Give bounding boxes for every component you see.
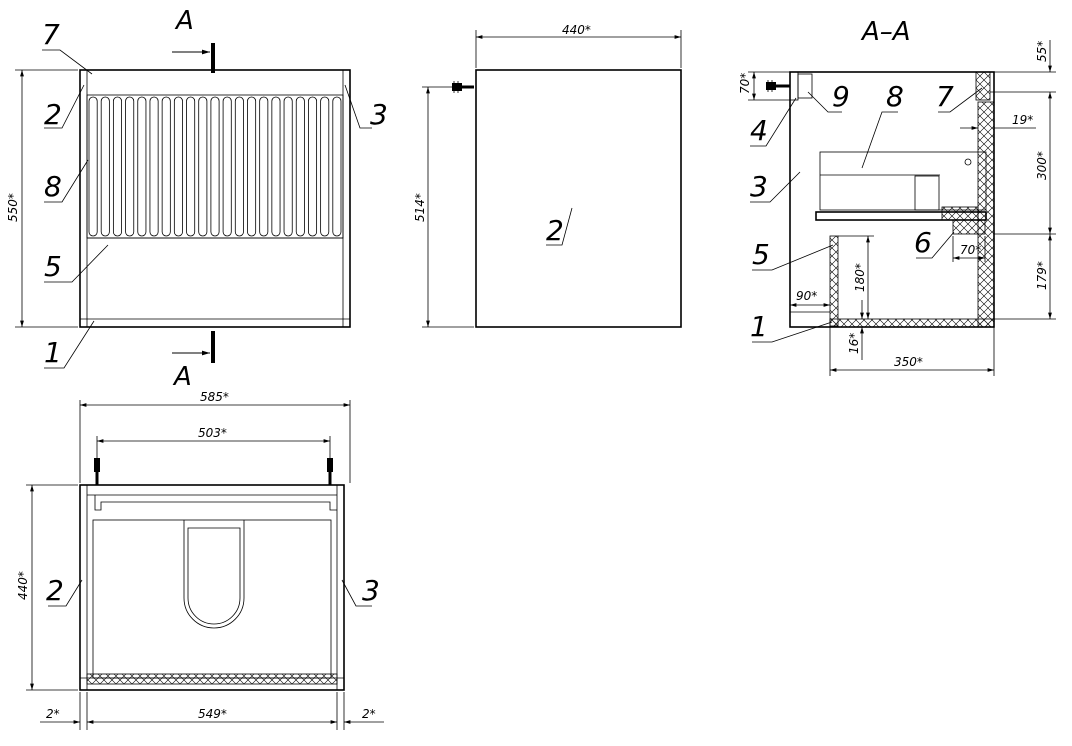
callout-2: 2 xyxy=(44,98,62,131)
svg-text:350*: 350* xyxy=(894,355,923,369)
callout-3: 3 xyxy=(370,98,388,131)
callout-2-top: 2 xyxy=(46,574,64,607)
flute-groove xyxy=(283,96,293,237)
drawer-outline-top xyxy=(92,519,332,679)
section-title: A–A xyxy=(860,17,911,47)
drawer-bottom-shelf xyxy=(815,211,987,221)
callout-3-sec: 3 xyxy=(750,170,768,203)
dim-side-height: 514* xyxy=(413,86,474,328)
flute-groove xyxy=(332,96,342,237)
screw-right-icon xyxy=(327,458,333,485)
callout-7: 7 xyxy=(42,18,60,51)
flute-groove xyxy=(295,96,305,237)
svg-text:440*: 440* xyxy=(562,23,591,37)
front-outline xyxy=(79,69,351,328)
front-callouts: 7 2 3 8 5 1 xyxy=(42,18,388,369)
callout-1: 1 xyxy=(44,336,62,369)
svg-text:180*: 180* xyxy=(853,263,867,292)
svg-text:300*: 300* xyxy=(1035,151,1049,180)
wall-anchor-icon xyxy=(452,81,474,93)
flute-groove xyxy=(271,96,281,237)
flute-groove xyxy=(198,96,208,237)
section-letter-bottom: A xyxy=(172,362,192,392)
bottom-panel-hatched xyxy=(829,318,995,328)
top-view: 2 3 xyxy=(46,458,380,691)
flute-groove xyxy=(210,96,220,237)
front-view xyxy=(79,69,351,328)
support-rail xyxy=(952,219,986,235)
flute-groove xyxy=(308,96,318,237)
svg-text:549*: 549* xyxy=(198,707,227,721)
top-rear-rail xyxy=(975,71,991,101)
flute-groove xyxy=(149,96,159,237)
section-view: A–A xyxy=(766,17,995,328)
section-marker-top: A xyxy=(172,6,215,73)
flute-groove xyxy=(320,96,330,237)
callout-7-sec: 7 xyxy=(936,80,954,113)
callout-8: 8 xyxy=(44,170,62,203)
callout-1-sec: 1 xyxy=(750,310,768,343)
flute-groove xyxy=(222,96,232,237)
flute-groove xyxy=(173,96,183,237)
top-view-outline xyxy=(79,484,345,691)
flute-groove xyxy=(247,96,257,237)
flute-groove xyxy=(234,96,244,237)
svg-text:179*: 179* xyxy=(1035,261,1049,290)
callout-9: 9 xyxy=(832,80,850,113)
flute-groove xyxy=(125,96,135,237)
flute-groove xyxy=(88,96,98,237)
svg-text:503*: 503* xyxy=(198,426,227,440)
svg-text:70*: 70* xyxy=(960,243,981,257)
svg-text:16*: 16* xyxy=(847,333,861,354)
dim-side-width: 440* xyxy=(475,23,682,68)
side-panel-outline xyxy=(475,69,682,328)
svg-text:19*: 19* xyxy=(1012,113,1033,127)
callout-5: 5 xyxy=(44,250,62,283)
screw-left-icon xyxy=(94,458,100,485)
flute-groove xyxy=(186,96,196,237)
flute-groove xyxy=(259,96,269,237)
lower-front-panel xyxy=(829,235,839,327)
mounting-bracket xyxy=(797,73,813,99)
flute-groove xyxy=(137,96,147,237)
dim-front-height: 550* xyxy=(6,69,78,328)
svg-text:440*: 440* xyxy=(16,571,30,600)
callout-2-side: 2 xyxy=(546,214,564,247)
flute-groove xyxy=(161,96,171,237)
svg-text:550*: 550* xyxy=(6,193,20,222)
callout-6: 6 xyxy=(914,226,932,259)
callout-8-sec: 8 xyxy=(886,80,904,113)
flute-groove xyxy=(100,96,110,237)
section-letter-top: A xyxy=(174,6,194,36)
svg-text:514*: 514* xyxy=(413,193,427,222)
section-marker-bottom: A xyxy=(172,331,215,392)
section-callouts: 9 8 7 4 3 5 6 1 xyxy=(750,80,983,343)
section-dimensions: 70* 55* 300* 179* 19* 70* 180* 90* 16* xyxy=(738,40,1056,376)
callout-4: 4 xyxy=(750,114,768,147)
wall-anchor-icon-section xyxy=(766,80,790,92)
drawer-box xyxy=(819,151,987,211)
flute-groove xyxy=(112,96,122,237)
siphon-cutout xyxy=(183,520,245,629)
svg-text:2*: 2* xyxy=(46,707,60,721)
svg-text:70*: 70* xyxy=(738,73,752,94)
callout-5-sec: 5 xyxy=(752,238,770,271)
fluted-grooves xyxy=(88,96,342,237)
svg-text:55*: 55* xyxy=(1035,41,1049,62)
svg-text:90*: 90* xyxy=(796,289,817,303)
side-view: 2 xyxy=(452,69,682,328)
svg-text:2*: 2* xyxy=(362,707,376,721)
svg-text:585*: 585* xyxy=(200,390,229,404)
callout-3-top: 3 xyxy=(362,574,380,607)
top-view-dimensions: 585* 503* 440* 549* 2* 2* xyxy=(16,390,384,730)
